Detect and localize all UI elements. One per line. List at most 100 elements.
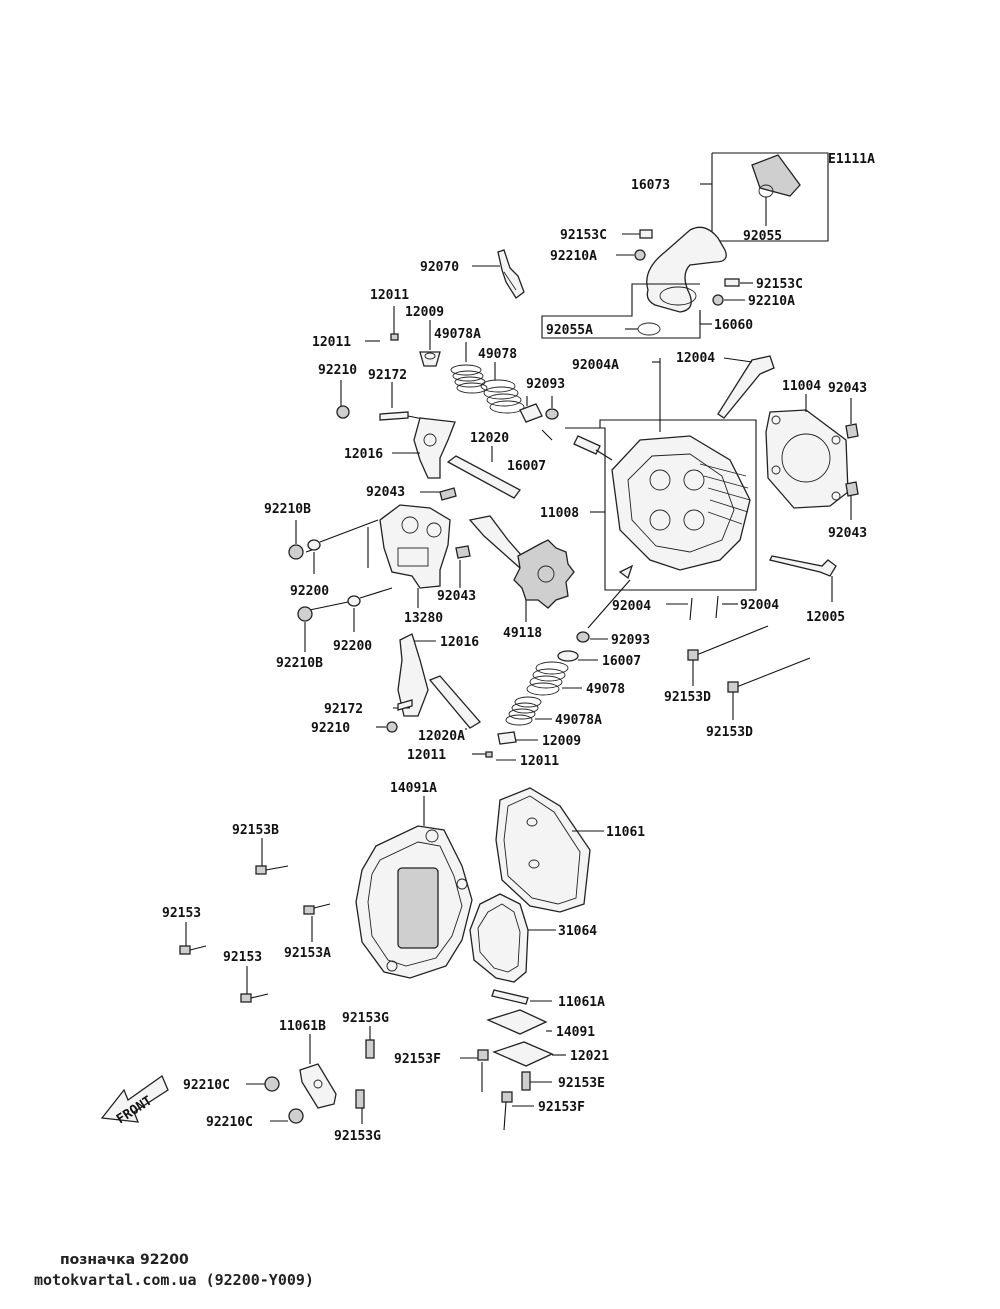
guide-92043-d <box>455 545 471 559</box>
label-49078A-a: 49078A <box>434 327 481 342</box>
washer-92200-b <box>347 595 361 607</box>
label-14091: 14091 <box>556 1025 595 1040</box>
nut-92210B-a <box>288 544 304 560</box>
bolt-92153-b <box>240 966 269 1003</box>
bolt-92153B <box>255 838 289 875</box>
washer-16007-a <box>519 403 543 423</box>
bolt-92153D-b <box>727 657 811 720</box>
caption: позначка 92200 motokvartal.com.ua (92200… <box>34 1250 314 1290</box>
cylinder-head-group <box>565 355 859 720</box>
rocker-arm-12016-a <box>413 417 456 479</box>
label-12011-c: 12011 <box>407 748 446 763</box>
valve-train-upper <box>336 306 559 501</box>
label-92153B: 92153B <box>232 823 279 838</box>
screw-92172-b <box>397 699 413 711</box>
label-12011-d: 12011 <box>520 754 559 769</box>
front-arrow-icon: FRONT <box>100 1075 169 1127</box>
spring-49078-b <box>526 661 569 696</box>
label-92055A: 92055A <box>546 323 593 338</box>
label-92153C-a: 92153C <box>560 228 607 243</box>
label-16060: 16060 <box>714 318 753 333</box>
label-92210B-a: 92210B <box>264 502 311 517</box>
label-92153D-a: 92153D <box>664 690 711 705</box>
caption-source: motokvartal.com.ua (92200-Y009) <box>34 1271 314 1289</box>
label-12009-b: 12009 <box>542 734 581 749</box>
label-92070: 92070 <box>420 260 459 275</box>
retainer-12009-b <box>497 731 517 745</box>
label-92043-c: 92043 <box>828 526 867 541</box>
label-92210C-a: 92210C <box>183 1078 230 1093</box>
cylinder-head-11008 <box>611 435 751 571</box>
label-92004-b: 92004 <box>740 598 779 613</box>
label-92153G-b: 92153G <box>334 1129 381 1144</box>
label-92210-b: 92210 <box>311 721 350 736</box>
diagram-code: E1111A <box>828 152 875 167</box>
intake-group <box>541 152 829 339</box>
seal-92093-a <box>545 408 559 420</box>
label-11061A: 11061A <box>558 995 605 1010</box>
nut-92210C-b <box>270 1108 304 1124</box>
label-92043-d: 92043 <box>437 589 476 604</box>
label-14091A: 14091A <box>390 781 437 796</box>
nut-92210-b <box>386 721 398 733</box>
spring-49078-a <box>480 379 525 414</box>
plate-11061B <box>299 1063 337 1109</box>
nut-92210C-a <box>246 1076 280 1092</box>
spring-49078A-a <box>450 364 488 394</box>
nut-92210A-a <box>616 249 646 261</box>
label-92153-a: 92153 <box>162 906 201 921</box>
valve-12004 <box>717 355 775 419</box>
nut-92210B-b <box>297 606 313 622</box>
screw-92172-a <box>379 411 409 421</box>
label-92210A-b: 92210A <box>748 294 795 309</box>
label-92153D-b: 92153D <box>706 725 753 740</box>
valve-train-lower <box>376 633 598 761</box>
label-12021: 12021 <box>570 1049 609 1064</box>
part-labels: E1111A 16073 92055 92153C 92210A 92153C … <box>162 152 875 1144</box>
caption-part-note: позначка 92200 <box>60 1252 189 1268</box>
label-92210C-b: 92210C <box>206 1115 253 1130</box>
label-12005: 12005 <box>806 610 845 625</box>
label-16073: 16073 <box>631 178 670 193</box>
label-12016-b: 12016 <box>440 635 479 650</box>
washer-16007-b <box>557 650 579 662</box>
dowel-92043-a <box>845 423 859 439</box>
label-92153A: 92153A <box>284 946 331 961</box>
label-92004A: 92004A <box>572 358 619 373</box>
label-12020: 12020 <box>470 431 509 446</box>
spring-49078A-b <box>505 696 542 726</box>
label-12011-b: 12011 <box>312 335 351 350</box>
label-92093-a: 92093 <box>526 377 565 392</box>
label-92200-b: 92200 <box>333 639 372 654</box>
label-92004-a: 92004 <box>612 599 651 614</box>
label-92172-a: 92172 <box>368 368 407 383</box>
label-11004: 11004 <box>782 379 821 394</box>
rocker-shaft-12020A <box>428 675 481 729</box>
pin-92153G-b <box>355 1089 365 1124</box>
label-92153F-b: 92153F <box>538 1100 585 1115</box>
label-49078A-b: 49078A <box>555 713 602 728</box>
breather-31064 <box>469 893 529 983</box>
seal-92093-b <box>576 631 590 643</box>
label-16007-b: 16007 <box>602 654 641 669</box>
label-12016-a: 12016 <box>344 447 383 462</box>
bolt-92153-a <box>179 922 207 955</box>
gasket-11061A <box>491 989 529 1005</box>
label-11061B: 11061B <box>279 1019 326 1034</box>
bolt-92153C-b <box>724 278 753 287</box>
spark-plug-92070 <box>472 249 525 299</box>
label-11008: 11008 <box>540 506 579 521</box>
label-92153G-a: 92153G <box>342 1011 389 1026</box>
label-16007-a: 16007 <box>507 459 546 474</box>
cam-holder-group <box>288 504 575 652</box>
bolt-92153A <box>303 903 331 942</box>
bolt-92153C-a <box>622 229 653 239</box>
label-92093-b: 92093 <box>611 633 650 648</box>
label-49078-b: 49078 <box>586 682 625 697</box>
rocker-arm-12016-b <box>397 633 429 717</box>
pin-92153G-a <box>365 1026 375 1059</box>
dowel-92043-c <box>845 481 859 497</box>
label-49118: 49118 <box>503 626 542 641</box>
label-92055: 92055 <box>743 229 782 244</box>
